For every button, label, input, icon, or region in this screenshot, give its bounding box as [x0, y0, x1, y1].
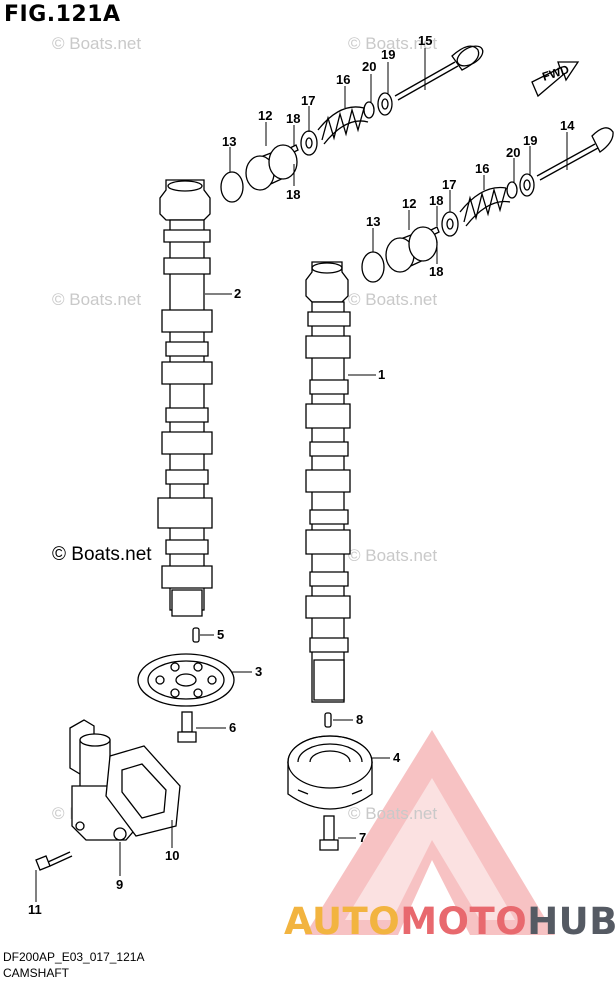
callout-3: 3	[255, 664, 263, 679]
callout-7: 7	[359, 830, 367, 845]
callout-9: 9	[116, 877, 124, 892]
leader-lines	[35, 48, 568, 902]
valve-spring-16	[317, 106, 369, 145]
bolt-6	[177, 711, 197, 743]
fwd-arrow	[531, 61, 580, 98]
watermark-main: © Boats.net	[52, 544, 152, 565]
bolt-11	[35, 851, 73, 871]
vvt-sprocket-4	[287, 735, 373, 810]
sprocket-3	[137, 653, 235, 707]
tappet-12	[245, 144, 298, 191]
callout-20: 20	[506, 145, 521, 160]
shim-13	[220, 171, 244, 203]
spring-retainer-17b	[441, 211, 459, 237]
callout-17: 17	[442, 177, 457, 192]
watermark-text: © Boats.net	[348, 804, 438, 823]
callout-18: 18	[286, 187, 301, 202]
callout-4: 4	[393, 750, 401, 765]
callout-12: 12	[258, 108, 273, 123]
callout-19: 19	[523, 133, 538, 148]
watermark-text: © Boats.net	[52, 290, 142, 309]
valve-seal-19	[377, 92, 393, 116]
camshaft-1	[305, 261, 351, 703]
callout-13: 13	[222, 134, 237, 149]
automotohub-logo-text: AUTOMOTOHUB	[284, 900, 615, 943]
valve-14	[536, 127, 614, 181]
watermark-text: © Boats.net	[348, 290, 438, 309]
camshaft-2	[157, 179, 213, 617]
callout-12: 12	[402, 196, 417, 211]
callout-10: 10	[165, 848, 180, 863]
callout-5: 5	[217, 627, 225, 642]
watermark-text: © Boats.net	[52, 34, 142, 53]
gasket-10	[105, 745, 181, 837]
shim-13b	[361, 251, 385, 283]
valve-15	[394, 45, 484, 101]
callout-13: 13	[366, 214, 381, 229]
valve-seal-19b	[519, 173, 535, 197]
callout-14: 14	[560, 118, 575, 133]
callout-18: 18	[429, 193, 444, 208]
pin-5	[192, 627, 200, 643]
callout-17: 17	[301, 93, 316, 108]
callout-18: 18	[429, 264, 444, 279]
figure-name: CAMSHAFT	[3, 966, 69, 980]
callout-19: 19	[381, 47, 396, 62]
watermark-text: © Boats.net	[348, 34, 438, 53]
callout-15: 15	[418, 33, 433, 48]
pin-8	[324, 712, 332, 728]
bolt-7	[319, 815, 339, 851]
callout-8: 8	[356, 712, 364, 727]
spring-seat-20	[363, 101, 375, 119]
spring-seat-20b	[506, 181, 518, 199]
callout-2: 2	[234, 286, 242, 301]
callout-1: 1	[378, 367, 386, 382]
callout-16: 16	[475, 161, 490, 176]
callout-16: 16	[336, 72, 351, 87]
tappet-12b	[385, 226, 438, 273]
valve-spring-16b	[459, 186, 511, 227]
callout-6: 6	[229, 720, 237, 735]
figure-code: DF200AP_E03_017_121A	[3, 950, 145, 964]
callout-11: 11	[28, 902, 42, 917]
spring-retainer-17	[300, 130, 318, 156]
figure-title: FIG.121A	[4, 2, 121, 27]
watermark-text: © Boats.net	[348, 546, 438, 565]
callout-20: 20	[362, 59, 377, 74]
callout-18: 18	[286, 111, 301, 126]
